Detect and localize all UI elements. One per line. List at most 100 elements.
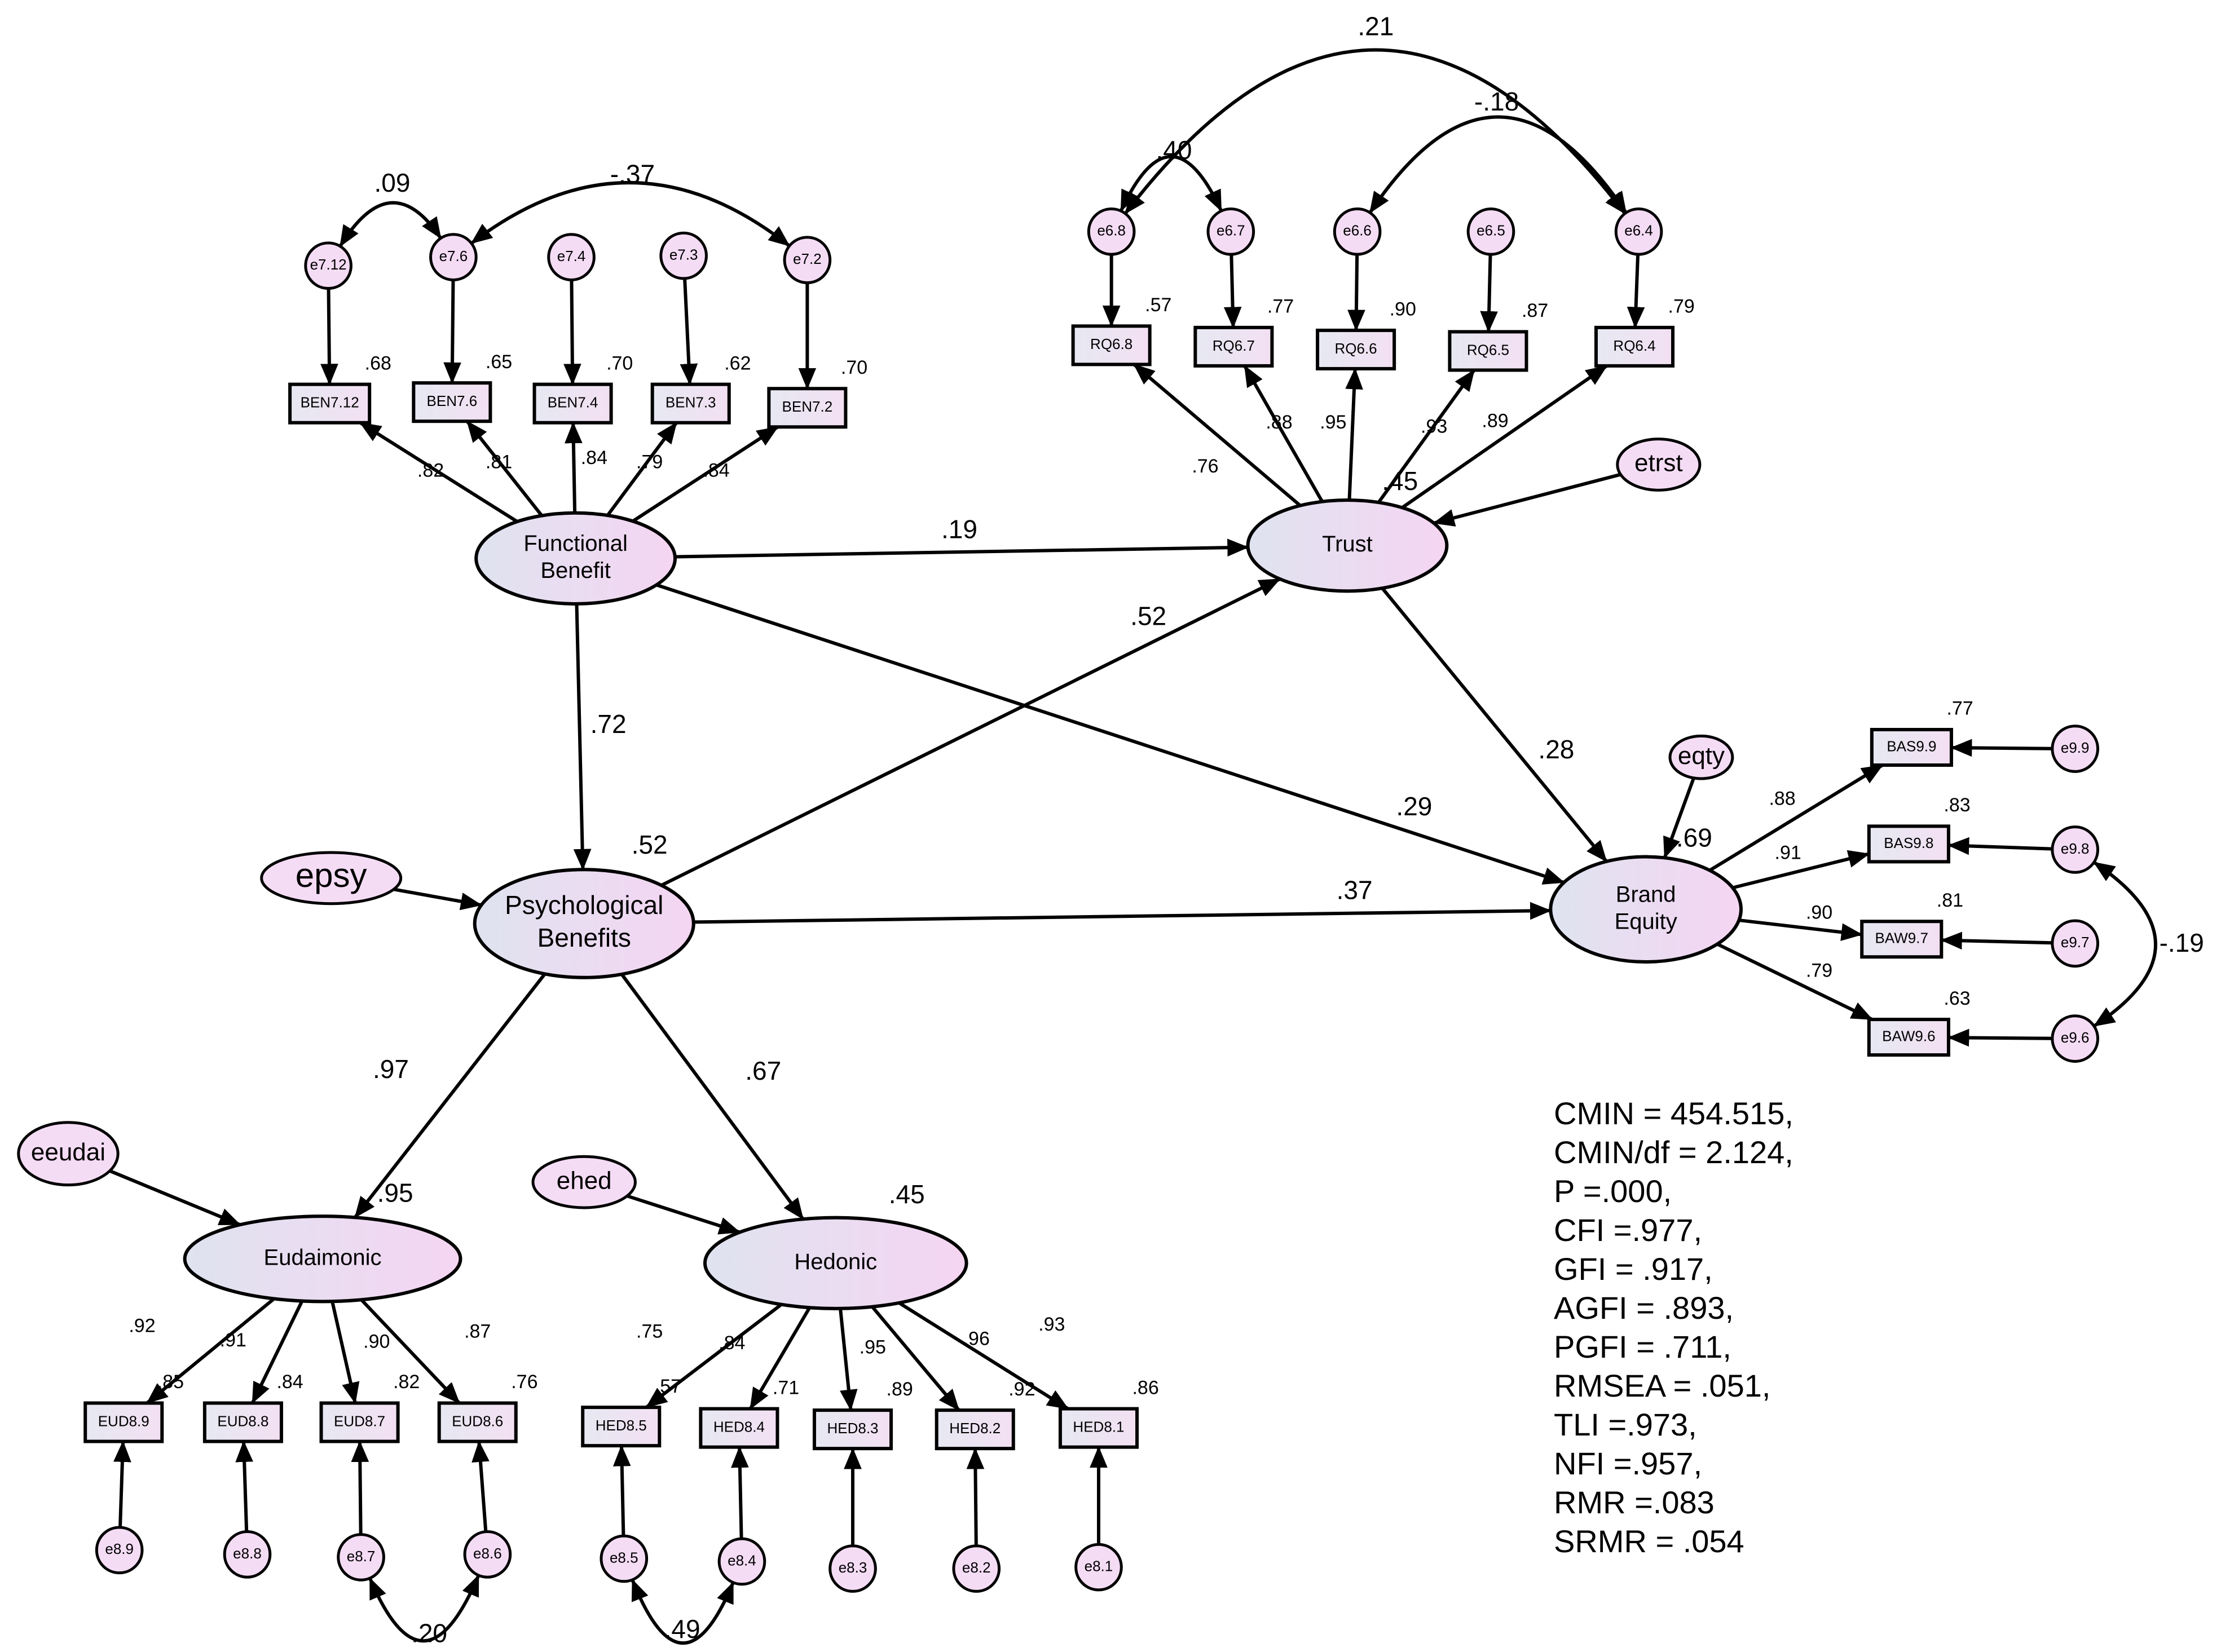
node-HED8-1: HED8.1 [1058,1407,1139,1449]
structural-path [627,1194,741,1235]
node-label: e9.9 [2061,739,2090,756]
structural-path [1381,587,1608,863]
node-label: RQ6.5 [1467,341,1509,358]
path-coefficient: .28 [1538,735,1574,764]
node-label: HED8.2 [949,1420,1001,1437]
fit-index-line: PGFI = .711, [1554,1329,1731,1364]
fit-index-line: GFI = .917, [1554,1251,1713,1287]
covariance-coefficient: -.18 [1474,87,1519,116]
node-BAW9-7: BAW9.7 [1860,920,1944,959]
node-EUD8-6: EUD8.6 [437,1401,518,1443]
node-label: Hedonic [794,1249,877,1274]
structural-path [353,973,547,1219]
path-coefficient: .97 [373,1054,409,1084]
r-squared-value: .70 [606,352,633,374]
error-shape [1466,207,1515,256]
indicator-shape [1448,330,1528,372]
loading-path [359,421,518,523]
indicator-shape [767,387,848,429]
node-label: Eudaimonic [264,1245,382,1270]
node-BEN7-12: BEN7.12 [288,382,372,425]
r-squared-value: .85 [157,1371,184,1393]
structural-path [393,887,482,911]
covariance-coefficient: .40 [1156,135,1192,165]
error-shape [429,233,478,281]
structural-path [693,902,1552,924]
node-ehed: ehed [531,1155,637,1209]
error-shape [1087,207,1136,256]
indicator-shape [1870,728,1953,767]
path-coefficient: .52 [1130,601,1166,630]
node-label: BAW9.6 [1882,1027,1935,1044]
node-label: HED8.4 [713,1418,765,1435]
covariance-curve [1119,155,1223,212]
node-e8-1: e8.1 [1074,1543,1123,1592]
node-e6-7: e6.7 [1206,207,1255,256]
indicator-shape [1058,1407,1139,1449]
indicator-shape [650,382,731,425]
loading-path [871,1305,960,1412]
r-squared-value: .57 [1145,294,1171,316]
r-squared-value: .81 [1937,890,1963,911]
node-eeudai: eeudai [17,1121,120,1187]
latent-shape [703,1216,968,1310]
node-label: e8.8 [233,1545,262,1562]
error-shape [463,1530,512,1579]
error-shape [829,1544,877,1593]
node-label: e6.8 [1097,222,1126,239]
fit-index-line: AGFI = .893, [1554,1290,1734,1326]
loading-path [606,421,678,516]
node-e8-2: e8.2 [952,1544,1001,1593]
loading-coefficient: .76 [1192,456,1218,477]
node-label: RQ6.7 [1213,337,1255,354]
node-trust: Trust [1246,498,1449,593]
node-label: EUD8.7 [334,1412,385,1429]
node-BEN7-2: BEN7.2 [767,387,848,429]
structural-path [573,603,592,871]
node-label: e8.7 [347,1548,376,1565]
covariance-curve [338,201,443,248]
node-e6-8: e6.8 [1087,207,1136,256]
latent-shape [474,511,677,606]
node-label: HED8.3 [827,1420,878,1437]
node-e6-6: e6.6 [1333,207,1382,256]
r-squared-value: .87 [1522,300,1548,321]
loading-coefficient: .84 [581,447,607,469]
loading-coefficient: .90 [363,1331,390,1352]
covariance-coefficient: .09 [374,168,411,197]
r-squared-value: .89 [887,1379,913,1400]
r-squared-value: .95 [377,1178,413,1207]
r-squared-value: .76 [511,1371,537,1393]
node-label: e7.4 [557,248,586,264]
loading-path [898,1301,1069,1411]
error-shape [2051,725,2100,773]
indicator-shape [437,1401,518,1443]
node-label: RQ6.6 [1335,340,1377,357]
loading-coefficient: .84 [703,460,729,482]
loading-coefficient: .84 [719,1332,745,1354]
loading-coefficient: .90 [1806,902,1832,923]
r-squared-value: .65 [486,351,512,373]
error-shape [600,1534,649,1583]
node-label: BAW9.7 [1875,930,1928,947]
node-label: HED8.1 [1073,1418,1124,1435]
structural-path [620,973,805,1220]
node-e8-6: e8.6 [463,1530,512,1579]
loading-coefficient: .92 [129,1315,155,1337]
latent-shape [473,868,695,979]
disturbance-shape [1616,438,1702,492]
path-coefficient: .29 [1396,792,1432,821]
node-label: e7.3 [669,246,698,263]
error-shape [95,1526,144,1575]
node-label: e6.4 [1624,222,1653,239]
node-e7-3: e7.3 [659,231,708,280]
r-squared-value: .90 [1390,299,1416,320]
node-eudaimonic: Eudaimonic [183,1214,462,1304]
node-label: Benefit [540,558,611,583]
r-squared-value: .77 [1946,698,1973,719]
error-path [1947,837,2053,855]
loading-path [360,1298,461,1404]
covariance-coefficient: .49 [664,1614,700,1644]
r-squared-value: .45 [1382,466,1418,496]
